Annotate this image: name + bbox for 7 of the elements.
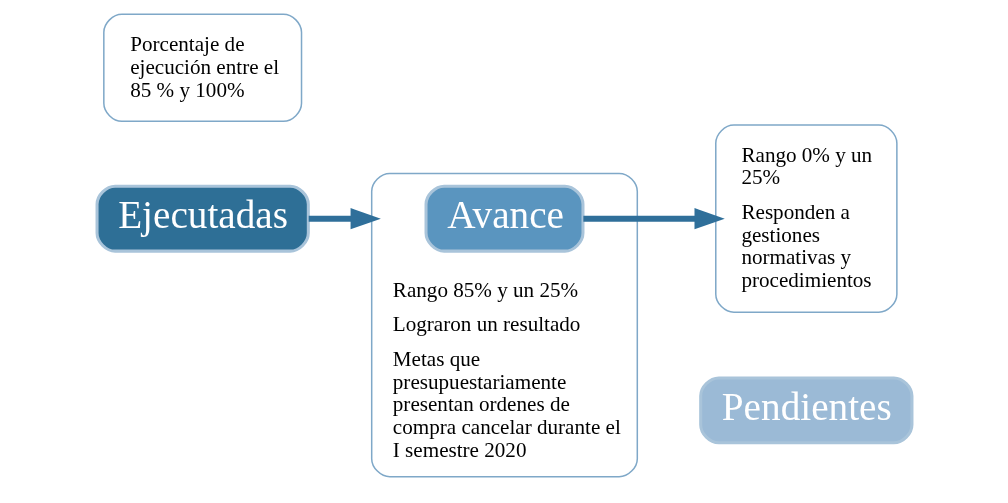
node-box: Pendientes	[698, 376, 913, 445]
node-box: Rango 0% y un 25% Responden a gestiones normativas y procedimientos	[714, 124, 898, 313]
node-box: Avance	[424, 184, 584, 253]
arrow	[308, 208, 381, 230]
node-box: Ejecutadas	[95, 184, 310, 253]
node-box: Porcentaje de ejecución entre el 85 % y 100%	[102, 13, 302, 123]
arrow	[582, 208, 725, 230]
